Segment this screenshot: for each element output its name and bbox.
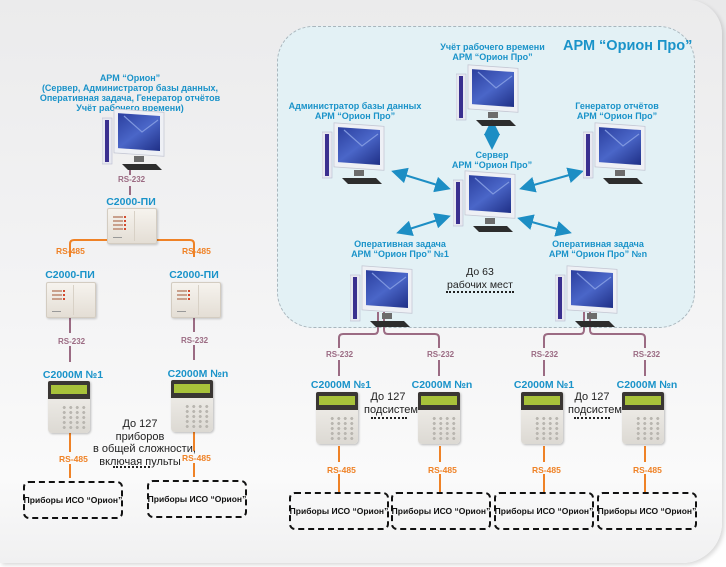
c2000m-keypad[interactable]	[418, 392, 460, 444]
rs485-label: RS-485	[428, 465, 457, 475]
rs232-label-right: RS-232	[181, 336, 209, 345]
label-line: Генератор отчётов	[575, 101, 659, 111]
arm-orion-desc-line-3: Учёт рабочего времени)	[76, 103, 184, 113]
c2000-pi-right-device[interactable]	[171, 282, 221, 318]
note-line: До 63	[466, 266, 494, 278]
note-line: приборов	[115, 430, 165, 443]
server-computer-icon[interactable]	[453, 170, 519, 234]
time-tracking-label: Учёт рабочего времени АРМ “Орион Про”	[430, 42, 555, 62]
left-rs232-lines	[69, 318, 195, 362]
c2000-pi-left-device[interactable]	[46, 282, 96, 318]
rs485-label: RS-485	[532, 465, 561, 475]
rs232-label: RS-232	[531, 350, 559, 359]
label-line: АРМ “Орион Про” №1	[351, 249, 449, 259]
c2000m-label: С2000М №n	[616, 379, 678, 391]
group1-rs485-lines	[338, 446, 441, 492]
c2000m-right-label: С2000М №n	[167, 368, 229, 380]
label-line: Администратор базы данных	[288, 101, 422, 111]
rs232-label: RS-232	[633, 350, 661, 359]
label-line: АРМ “Орион Про” №n	[548, 249, 648, 259]
report-generator-computer-icon[interactable]	[583, 122, 649, 186]
iso-orion-devices-box[interactable]: Приборы ИСО “Орион”	[289, 492, 389, 530]
label-line: АРМ “Орион Про”	[576, 111, 658, 121]
left-device-limit-note: До 127 приборов в общей сложности, включ…	[93, 418, 196, 468]
note-dotted-line	[574, 417, 610, 419]
rs485-bottom-right-label: RS-485	[182, 453, 211, 463]
rs232-label: RS-232	[118, 175, 146, 184]
workplaces-limit-note: До 63 рабочих мест	[440, 266, 520, 291]
group1-rs232-lines	[338, 312, 440, 376]
c2000-pi-top-label: С2000-ПИ	[106, 196, 156, 208]
c2000-pi-right-label: С2000-ПИ	[169, 269, 219, 281]
rs485-label-left: RS-485	[56, 246, 85, 256]
note-line: в общей сложности,	[93, 443, 196, 455]
note-line: рабочих мест	[447, 278, 513, 291]
rs232-label-left: RS-232	[58, 337, 86, 346]
rs232-label: RS-232	[427, 350, 455, 359]
label-line: Оперативная задача	[354, 239, 446, 249]
operative-task-1-label: Оперативная задача АРМ “Орион Про” №1	[340, 239, 460, 259]
arm-orion-desc-line-2: Оперативная задача, Генератор отчётов	[39, 93, 221, 103]
subsystems-limit-note: До 127 подсистем	[568, 391, 622, 416]
left-rs485-lines	[69, 432, 195, 478]
db-admin-label: Администратор базы данных АРМ “Орион Про…	[285, 101, 425, 121]
network-arrows	[391, 119, 584, 237]
label-line: Оперативная задача	[552, 239, 644, 249]
note-line: подсистем	[364, 403, 418, 416]
label-line: Учёт рабочего времени	[440, 42, 545, 52]
iso-orion-devices-box[interactable]: Приборы ИСО “Орион”	[147, 480, 247, 518]
c2000-pi-top-device[interactable]	[107, 208, 157, 244]
subsystems-limit-note: До 127 подсистем	[364, 391, 418, 416]
server-label: Сервер АРМ “Орион Про”	[440, 150, 544, 170]
operative-task-n-label: Оперативная задача АРМ “Орион Про” №n	[538, 239, 658, 259]
c2000m-keypad[interactable]	[316, 392, 358, 444]
rs485-label: RS-485	[633, 465, 662, 475]
note-line: подсистем	[568, 403, 622, 416]
label-line: АРМ “Орион Про”	[452, 52, 533, 62]
arm-orion-label: АРМ “Орион” (Сервер, Администратор базы …	[20, 73, 240, 113]
c2000-pi-left-label: С2000-ПИ	[45, 269, 95, 281]
group2-rs232-lines	[543, 312, 646, 376]
operative-task-n-computer-icon[interactable]	[555, 265, 621, 329]
label-line: АРМ “Орион Про”	[314, 111, 396, 121]
label-line: Сервер	[475, 150, 509, 160]
note-dotted-line	[371, 417, 407, 419]
iso-orion-devices-box[interactable]: Приборы ИСО “Орион”	[23, 481, 123, 519]
c2000m-left-keypad[interactable]	[48, 381, 90, 433]
rs232-label: RS-232	[326, 350, 354, 359]
c2000m-label: С2000М №1	[310, 379, 372, 391]
rs485-label: RS-485	[327, 465, 356, 475]
c2000m-label: С2000М №n	[411, 379, 473, 391]
note-line: включая пульты	[99, 455, 181, 468]
c2000m-label: С2000М №1	[513, 379, 575, 391]
arm-orion-computer-icon[interactable]	[102, 108, 168, 172]
note-line: До 127	[370, 391, 406, 403]
group2-rs485-lines	[543, 446, 646, 492]
report-generator-label: Генератор отчётов АРМ “Орион Про”	[562, 101, 672, 121]
label-line: АРМ “Орион Про”	[451, 160, 533, 170]
c2000m-keypad[interactable]	[622, 392, 664, 444]
note-dotted-line	[113, 466, 150, 468]
rs485-bottom-left-label: RS-485	[59, 454, 88, 464]
operative-task-1-computer-icon[interactable]	[350, 265, 416, 329]
orion-pro-title: АРМ “Орион Про”	[563, 38, 693, 54]
iso-orion-devices-box[interactable]: Приборы ИСО “Орион”	[597, 492, 697, 530]
db-admin-computer-icon[interactable]	[322, 122, 388, 186]
iso-orion-devices-box[interactable]: Приборы ИСО “Орион”	[391, 492, 491, 530]
note-line: До 127	[122, 418, 158, 430]
arm-orion-title: АРМ “Орион”	[99, 73, 161, 83]
c2000m-left-label: С2000М №1	[42, 369, 104, 381]
note-line: До 127	[574, 391, 610, 403]
iso-orion-devices-box[interactable]: Приборы ИСО “Орион”	[494, 492, 594, 530]
rs485-label-right: RS-485	[182, 246, 211, 256]
arm-orion-desc-line-1: (Сервер, Администратор базы данных,	[41, 83, 219, 93]
note-dotted-line	[446, 291, 514, 293]
c2000m-right-keypad[interactable]	[171, 380, 213, 432]
c2000m-keypad[interactable]	[521, 392, 563, 444]
time-tracking-computer-icon[interactable]	[456, 64, 522, 128]
